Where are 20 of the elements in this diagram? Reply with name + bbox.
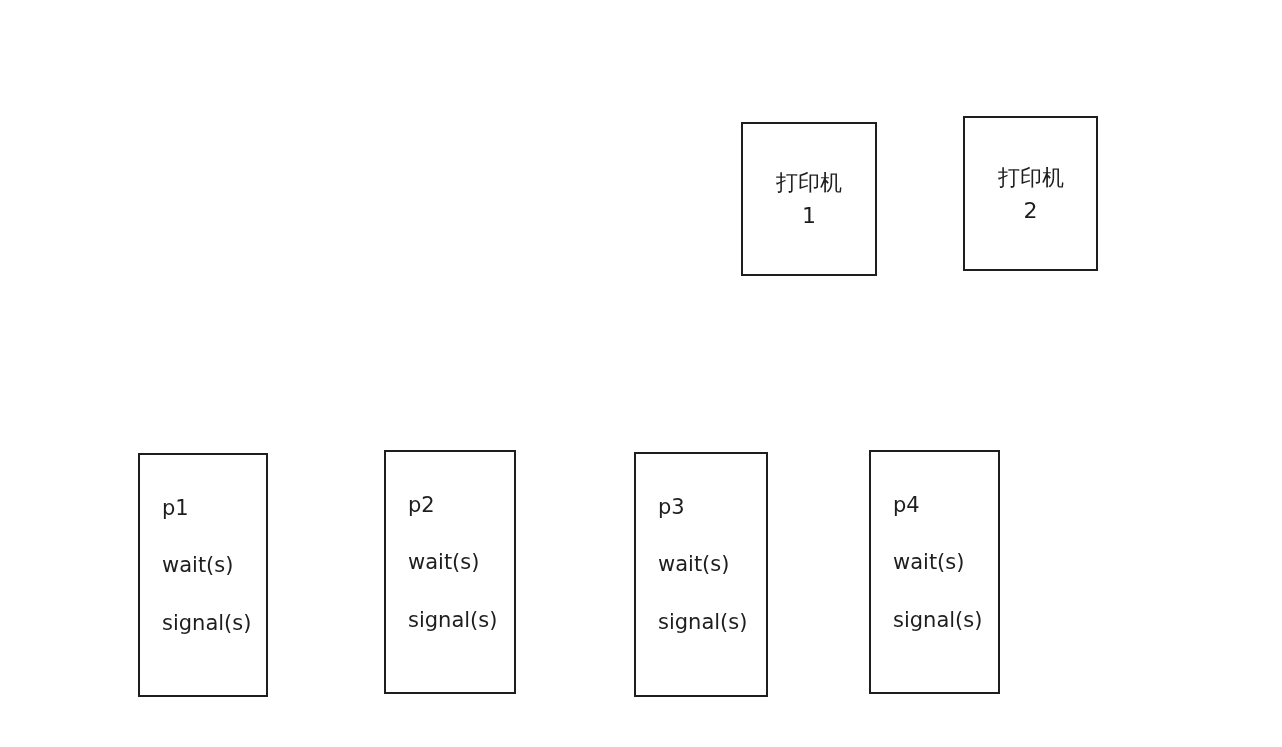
signal-call: signal(s) — [893, 606, 983, 634]
process-box — [384, 450, 516, 694]
signal-call: signal(s) — [658, 608, 748, 636]
process-box — [138, 453, 268, 697]
process-box — [634, 452, 768, 697]
printer-box — [963, 116, 1098, 271]
printer-label: 打印机1 — [775, 169, 843, 230]
process-name: p4 — [893, 492, 920, 519]
wait-call: wait(s) — [162, 552, 234, 580]
process-name: p1 — [162, 495, 189, 522]
printer-label: 打印机2 — [996, 163, 1065, 225]
process-name: p3 — [658, 494, 685, 521]
wait-call: wait(s) — [893, 549, 965, 577]
process-name: p2 — [408, 492, 435, 519]
signal-call: signal(s) — [162, 609, 252, 637]
wait-call: wait(s) — [408, 549, 480, 577]
printer-box — [741, 122, 877, 276]
wait-call: wait(s) — [658, 551, 730, 579]
signal-call: signal(s) — [408, 606, 498, 634]
process-box — [869, 450, 1000, 694]
